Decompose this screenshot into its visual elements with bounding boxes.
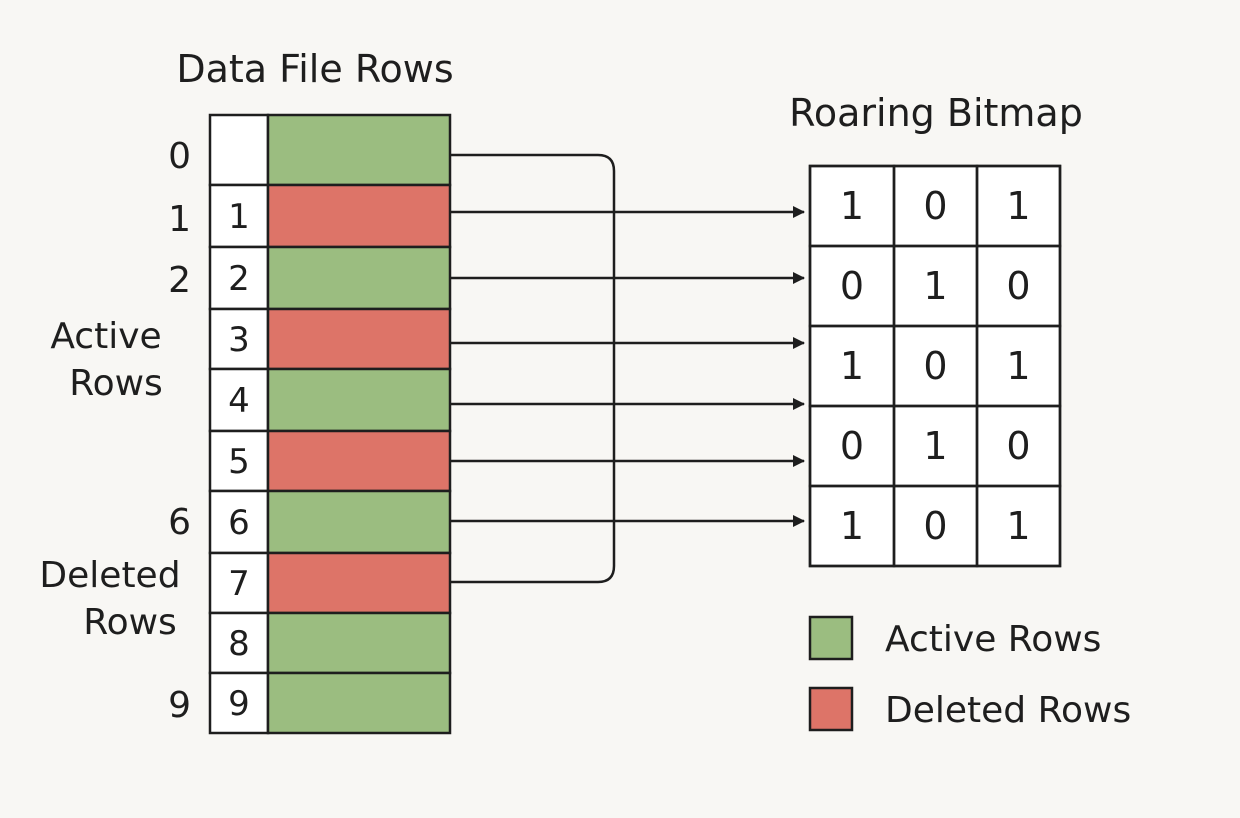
roaring-bitmap-grid: 1 0 1 0 1 0 1 0 1 0 1 0 1 0 1	[808, 164, 1062, 568]
data-row: 1	[208, 183, 452, 249]
data-row: 6	[208, 489, 452, 555]
row-index-label: 1	[228, 197, 250, 237]
deleted-rows-label-line1: Deleted	[39, 555, 180, 596]
bitmap-bit: 1	[923, 264, 947, 308]
bitmap-bit: 1	[840, 344, 864, 388]
data-row: 8	[208, 611, 452, 675]
active-row-cell	[266, 113, 452, 187]
active-row-cell	[266, 245, 452, 311]
row-index-label: 7	[228, 564, 250, 604]
row-index-label: 3	[228, 320, 250, 360]
data-file-rows-table: 1 2 3 4 5 6 7 8 9	[208, 113, 452, 735]
outer-row-number: 1	[168, 199, 191, 240]
data-row: 9	[208, 671, 452, 735]
bitmap-bit: 0	[923, 504, 947, 548]
data-row: 2	[208, 245, 452, 311]
roaring-bitmap-title: Roaring Bitmap	[789, 91, 1083, 135]
deleted-row-cell	[266, 551, 452, 615]
active-row-cell	[266, 367, 452, 433]
legend-item: Active Rows	[808, 615, 1101, 661]
active-row-cell	[266, 671, 452, 735]
legend-label: Active Rows	[885, 619, 1101, 660]
bitmap-border	[808, 164, 1062, 568]
deleted-row-cell	[266, 307, 452, 371]
outer-row-number: 6	[168, 502, 191, 543]
bitmap-bit: 0	[840, 264, 864, 308]
outer-row-number: 0	[168, 136, 191, 177]
bitmap-bit: 1	[840, 184, 864, 228]
active-row-cell	[266, 611, 452, 675]
row-index-label: 6	[228, 503, 250, 543]
bitmap-bit: 0	[923, 184, 947, 228]
row-index-cell	[208, 429, 270, 493]
bitmap-bit: 1	[923, 424, 947, 468]
row-index-cell	[208, 113, 270, 187]
bitmap-bit: 1	[840, 504, 864, 548]
row-index-cell	[208, 245, 270, 311]
bitmap-bit: 0	[1006, 424, 1030, 468]
active-rows-label-line1: Active	[50, 316, 161, 357]
row-index-label: 2	[228, 259, 250, 299]
bitmap-bit: 1	[1006, 184, 1030, 228]
data-row: 4	[208, 367, 452, 433]
outer-row-number: 9	[168, 685, 191, 726]
row-index-label: 8	[228, 624, 250, 664]
row-index-label: 9	[228, 684, 250, 724]
data-row: 3	[208, 307, 452, 371]
data-file-rows-title: Data File Rows	[176, 47, 453, 91]
deleted-rows-label-line2: Rows	[83, 602, 177, 643]
bitmap-bit: 0	[1006, 264, 1030, 308]
outer-row-labels: 0 1 2 6 9	[168, 136, 191, 726]
bracket-connector	[450, 153, 616, 584]
bitmap-bit: 1	[1006, 344, 1030, 388]
bitmap-bit: 0	[923, 344, 947, 388]
row-index-cell	[208, 671, 270, 735]
legend-swatch-active	[808, 615, 854, 661]
bitmap-cell	[975, 484, 1062, 568]
data-row	[208, 113, 452, 187]
legend-swatch-deleted	[808, 686, 854, 732]
data-row: 7	[208, 551, 452, 615]
outer-row-number: 2	[168, 260, 191, 301]
row-index-label: 5	[228, 442, 250, 482]
deleted-row-cell	[266, 183, 452, 249]
row-index-label: 4	[228, 381, 250, 421]
data-row: 5	[208, 429, 452, 493]
row-to-bitmap-arrows	[450, 153, 805, 584]
bitmap-bit: 0	[840, 424, 864, 468]
bitmap-bit: 1	[1006, 504, 1030, 548]
legend-label: Deleted Rows	[885, 690, 1131, 731]
legend-item: Deleted Rows	[808, 686, 1131, 732]
active-row-cell	[266, 489, 452, 555]
deleted-row-cell	[266, 429, 452, 493]
active-rows-label-line2: Rows	[69, 363, 163, 404]
